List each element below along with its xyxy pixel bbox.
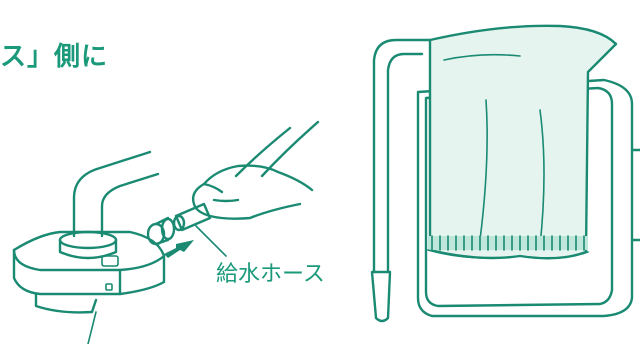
- right-arrow-icon: [164, 240, 194, 258]
- hand-with-hose: [174, 122, 318, 256]
- cloth: [430, 26, 616, 258]
- pipe-collar: [60, 232, 116, 248]
- faucet-spout: [74, 152, 150, 236]
- hand: [193, 166, 312, 219]
- cloth-fringe: [428, 236, 588, 250]
- drain-pipe: [374, 40, 430, 272]
- filter-base: [36, 294, 96, 312]
- switch-knob: [106, 284, 112, 290]
- filter-body-top: [14, 232, 164, 270]
- cloth-cover: [428, 26, 616, 258]
- water-hose: [236, 122, 318, 176]
- drain-nozzle: [372, 272, 390, 321]
- label-leader-line: [88, 312, 96, 344]
- hose-leader-line: [196, 226, 226, 256]
- indicator-window: [102, 256, 118, 266]
- filter-unit: [14, 152, 164, 344]
- filter-body: [14, 250, 164, 294]
